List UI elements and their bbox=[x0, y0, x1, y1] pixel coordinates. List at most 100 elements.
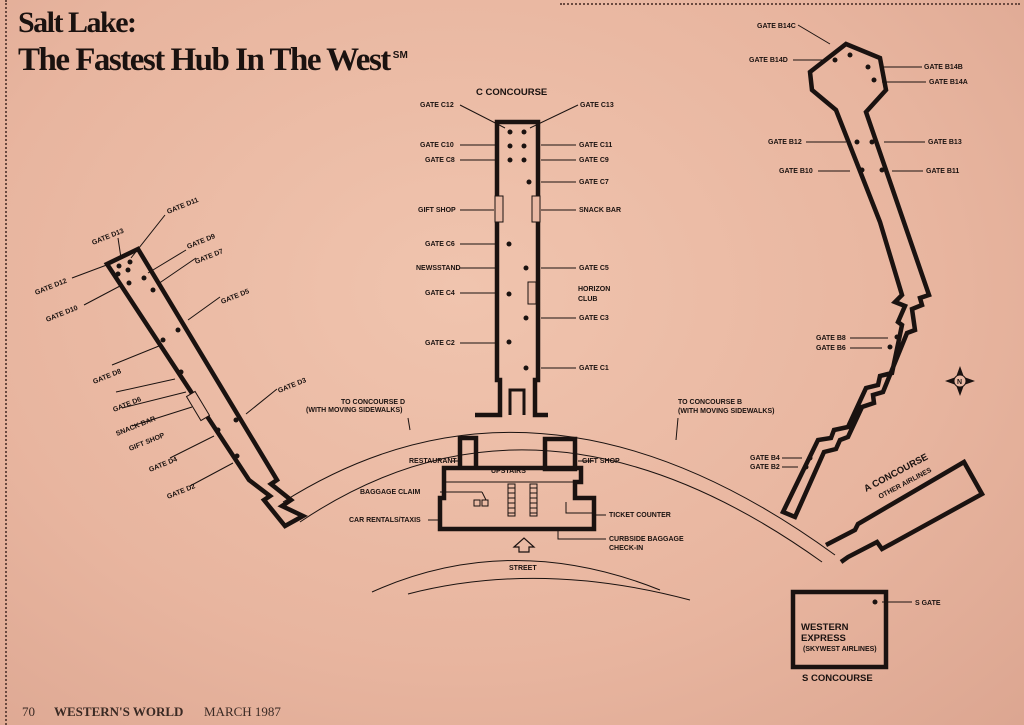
c-snack-bar-box bbox=[531, 195, 541, 223]
c-concourse-walls bbox=[475, 119, 548, 418]
compass-north: N bbox=[957, 379, 962, 386]
gate-b6-label: GATE B6 bbox=[816, 345, 846, 352]
newsstand-label: NEWSSTAND bbox=[416, 265, 461, 272]
gate-b10-label: GATE B10 bbox=[779, 168, 813, 175]
terminal-walls bbox=[437, 465, 597, 532]
gate-d2-label: GATE D2 bbox=[166, 483, 196, 501]
c-gift-shop-label: GIFT SHOP bbox=[418, 207, 456, 214]
main-terminal: RESTAURANT UPSTAIRS GIFT SHOP BAGGAGE CL… bbox=[349, 417, 684, 572]
gate-d11-label: GATE D11 bbox=[166, 197, 200, 216]
footer-issue: MARCH 1987 bbox=[204, 704, 281, 719]
gate-b12-label: GATE B12 bbox=[768, 139, 802, 146]
street-label: STREET bbox=[509, 565, 537, 572]
d-label-lines bbox=[71, 214, 278, 487]
footer-page-number: 70 bbox=[22, 704, 35, 719]
gate-c11-label: GATE C11 bbox=[579, 142, 612, 149]
gate-d3-label: GATE D3 bbox=[277, 377, 307, 395]
restaurant-label: RESTAURANT bbox=[409, 458, 457, 465]
car-rentals-label: CAR RENTALS/TAXIS bbox=[349, 517, 421, 524]
d-snack-gift-box bbox=[185, 390, 211, 422]
perforation-left bbox=[5, 0, 9, 725]
walkway-inner bbox=[299, 449, 823, 563]
gate-c6-label: GATE C6 bbox=[425, 241, 455, 248]
s-concourse: S GATE WESTERN EXPRESS (SKYWEST AIRLINES… bbox=[790, 589, 941, 684]
gate-b4-label: GATE B4 bbox=[750, 455, 780, 462]
gate-d7-label: GATE D7 bbox=[194, 248, 224, 266]
gate-b2-label: GATE B2 bbox=[750, 464, 780, 471]
gate-b8-label: GATE B8 bbox=[816, 335, 846, 342]
gate-b14c-label: GATE B14C bbox=[757, 23, 796, 30]
express-label: EXPRESS bbox=[801, 633, 846, 644]
restaurant-block bbox=[457, 435, 479, 468]
gate-b14a-label: GATE B14A bbox=[929, 79, 968, 86]
gate-d10-label: GATE D10 bbox=[45, 305, 79, 324]
baggage-box-2 bbox=[481, 499, 489, 507]
to-concourse-d-label: TO CONCOURSE D bbox=[341, 399, 405, 406]
gate-d13-label: GATE D13 bbox=[91, 228, 125, 247]
gate-b14d-label: GATE B14D bbox=[749, 57, 788, 64]
gate-b14b-label: GATE B14B bbox=[924, 64, 963, 71]
gate-c9-label: GATE C9 bbox=[579, 157, 609, 164]
a-concourse-walls bbox=[824, 458, 986, 564]
gate-c12-label: GATE C12 bbox=[420, 102, 454, 109]
gate-c5-label: GATE C5 bbox=[579, 265, 609, 272]
s-gate-label: S GATE bbox=[915, 600, 941, 607]
to-concourse-b-sub: (WITH MOVING SIDEWALKS) bbox=[678, 408, 774, 415]
gate-c2-label: GATE C2 bbox=[425, 340, 455, 347]
upstairs-label: UPSTAIRS bbox=[491, 468, 526, 475]
gate-c13-label: GATE C13 bbox=[580, 102, 614, 109]
gate-c7-label: GATE C7 bbox=[579, 179, 609, 186]
terminal-label-lines bbox=[407, 417, 679, 540]
gate-c3-label: GATE C3 bbox=[579, 315, 609, 322]
skywest-label: (SKYWEST AIRLINES) bbox=[803, 646, 877, 653]
baggage-claim-label: BAGGAGE CLAIM bbox=[360, 489, 420, 496]
terminal-gift-shop-block bbox=[542, 436, 578, 472]
perforation-top bbox=[560, 3, 1020, 7]
c-label-lines bbox=[459, 104, 579, 369]
club-label: CLUB bbox=[578, 296, 597, 303]
horizon-club-box bbox=[527, 281, 537, 305]
gate-d12-label: GATE D12 bbox=[34, 278, 68, 297]
street-curve-lower bbox=[407, 577, 691, 601]
b-concourse-walls bbox=[779, 41, 932, 520]
gate-c10-label: GATE C10 bbox=[420, 142, 454, 149]
western-label: WESTERN bbox=[801, 622, 849, 633]
c-concourse: C CONCOURSE GATE C12 GATE C13 GATE C10 G… bbox=[416, 87, 621, 418]
gate-d4-label: GATE D4 bbox=[148, 456, 178, 474]
gate-c4-label: GATE C4 bbox=[425, 290, 455, 297]
terminal-gift-shop-label: GIFT SHOP bbox=[582, 458, 620, 465]
service-mark: SM bbox=[392, 50, 408, 61]
curbside-label-2: CHECK-IN bbox=[609, 545, 643, 552]
c-gift-shop-box bbox=[494, 195, 504, 223]
horizon-label: HORIZON bbox=[578, 286, 610, 293]
s-gate-dot bbox=[872, 599, 878, 605]
gate-d8-label: GATE D8 bbox=[92, 368, 122, 386]
gate-d5-label: GATE D5 bbox=[220, 288, 250, 306]
to-concourse-d-sub: (WITH MOVING SIDEWALKS) bbox=[306, 407, 402, 414]
escalators bbox=[507, 483, 538, 517]
footer-publication: WESTERN'S WORLD bbox=[54, 704, 184, 719]
to-concourse-b-label: TO CONCOURSE B bbox=[678, 399, 742, 406]
walkway-outer bbox=[282, 431, 836, 556]
gate-d6-label: GATE D6 bbox=[112, 396, 142, 414]
gate-c1-label: GATE C1 bbox=[579, 365, 609, 372]
curbside-label-1: CURBSIDE BAGGAGE bbox=[609, 536, 684, 543]
b-concourse: GATE B14C GATE B14D GATE B14B GATE B14A … bbox=[749, 23, 968, 520]
b-label-lines bbox=[782, 24, 926, 468]
c-snack-bar-label: SNACK BAR bbox=[579, 207, 621, 214]
d-snack-bar-label: SNACK BAR bbox=[115, 416, 157, 438]
d-concourse-walls bbox=[103, 246, 308, 529]
gate-d9-label: GATE D9 bbox=[186, 233, 216, 251]
c-concourse-connector bbox=[508, 388, 526, 415]
entrance-arrow-icon bbox=[512, 537, 536, 553]
d-gift-shop-label: GIFT SHOP bbox=[128, 432, 166, 453]
c-gate-dots bbox=[506, 129, 532, 371]
ticket-counter-line bbox=[565, 502, 592, 514]
gate-b11-label: GATE B11 bbox=[926, 168, 959, 175]
b-gate-dots bbox=[803, 52, 900, 470]
s-concourse-title: S CONCOURSE bbox=[802, 673, 873, 684]
d-gate-dots bbox=[115, 259, 240, 459]
gate-c8-label: GATE C8 bbox=[425, 157, 455, 164]
